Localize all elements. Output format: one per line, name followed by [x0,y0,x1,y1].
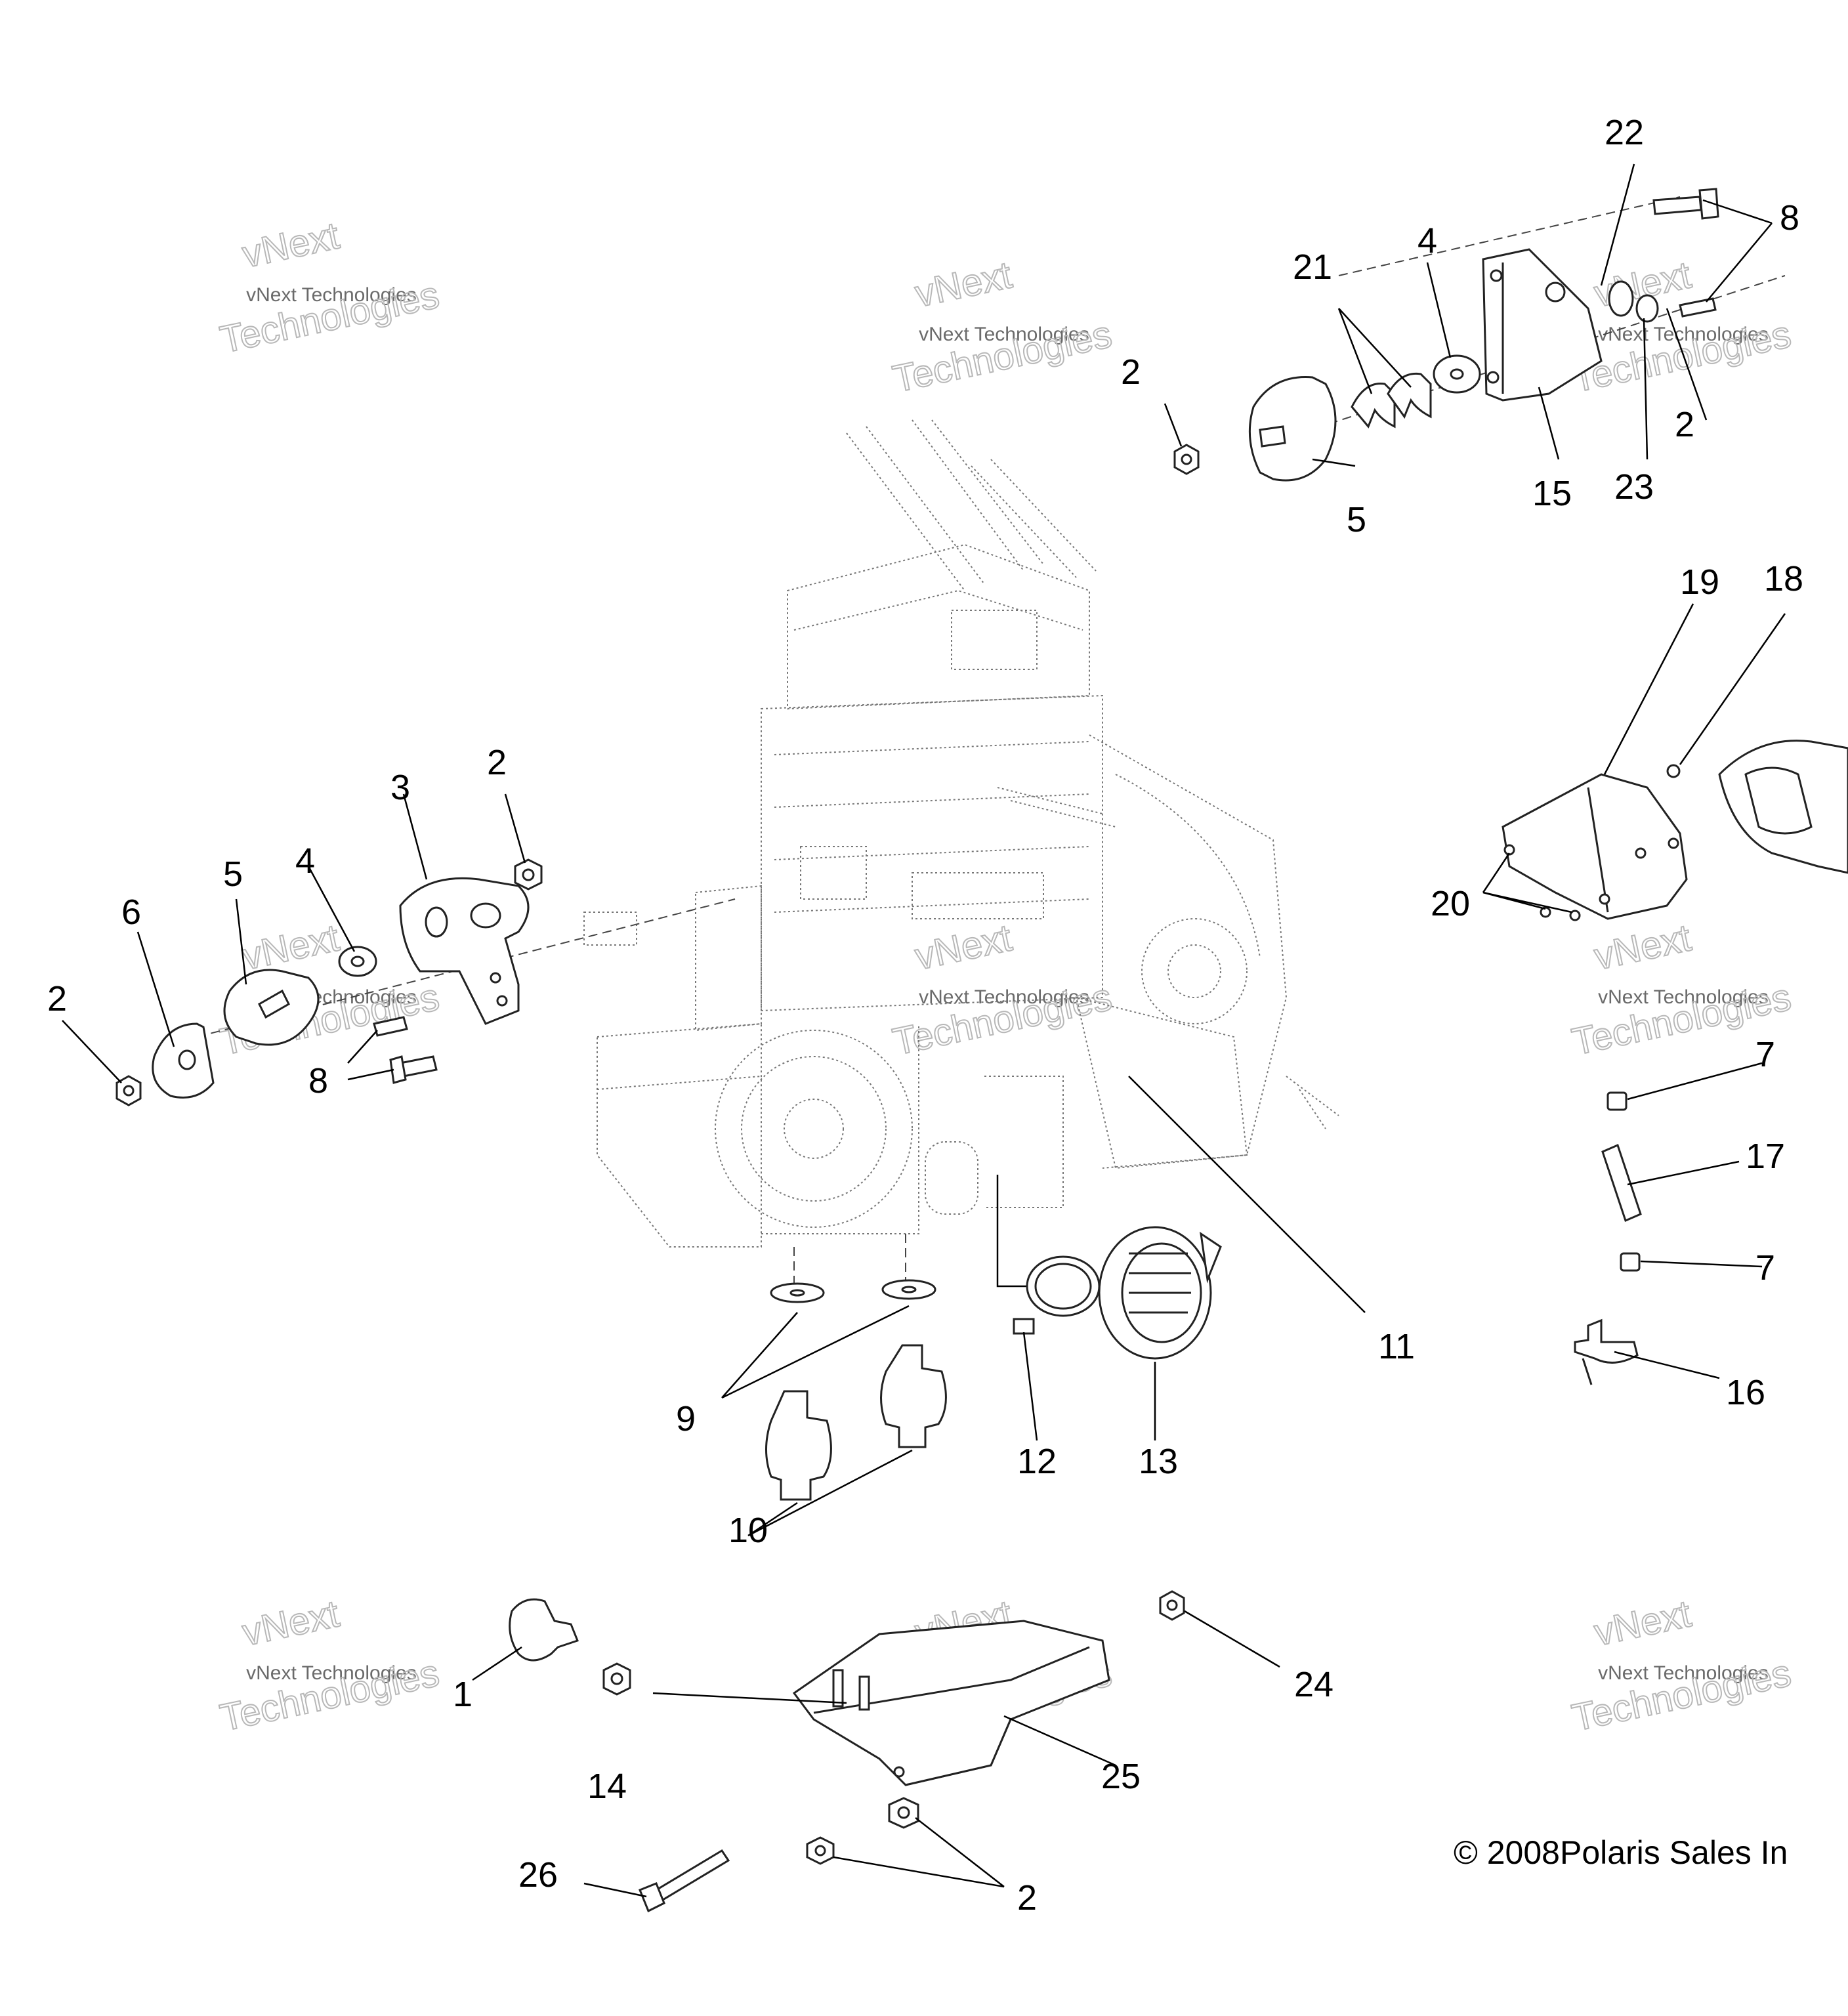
callout-25: 25 [1101,1757,1141,1796]
callout-23: 23 [1614,467,1654,507]
bushing [1620,1252,1641,1272]
lower-mounts [765,1175,1222,1501]
svg-text:vNext Technologies: vNext Technologies [919,324,1089,345]
callout-1: 1 [453,1675,472,1714]
bolt [1679,297,1717,318]
svg-text:vNext: vNext [239,1592,343,1654]
watermark: vNext vNext Technologies Technologies [216,1591,444,1740]
watermark: vNext vNext Technologies Technologies [1568,1591,1796,1740]
callout-22: 22 [1605,113,1644,152]
callout-2: 2 [1017,1878,1037,1918]
bolt [654,1849,730,1902]
callout-9: 9 [676,1399,696,1438]
callout-18: 18 [1764,559,1803,598]
callout-12: 12 [1017,1442,1057,1481]
svg-text:vNext Technologies: vNext Technologies [1598,1662,1769,1684]
callout-4: 4 [1418,221,1437,261]
bolt [1652,196,1702,215]
watermark: vNext vNext Technologies Technologies [216,213,444,362]
shim [1387,372,1432,419]
callout-19: 19 [1680,562,1719,602]
svg-text:vNext Technologies: vNext Technologies [246,1662,417,1684]
rubber-mount [880,1344,947,1448]
callout-7: 7 [1755,1248,1775,1288]
bushing [1606,1091,1628,1111]
svg-text:vNext Technologies: vNext Technologies [1598,324,1769,345]
spacer [1608,280,1634,317]
callout-3: 3 [390,768,410,807]
svg-text:vNext Technologies: vNext Technologies [919,986,1089,1008]
svg-text:vNext Technologies: vNext Technologies [1598,986,1769,1008]
callout-8: 8 [308,1061,328,1101]
callout-6: 6 [121,892,141,932]
bottom-parts [509,1590,1185,1913]
callout-20: 20 [1431,884,1470,923]
svg-text:vNext: vNext [912,916,1016,978]
callout-labels: 1 2 2 2 2 2 3 4 4 5 5 6 7 7 8 8 9 10 11 … [47,113,1803,1918]
callout-13: 13 [1139,1442,1178,1481]
mount-bracket [1482,248,1603,402]
leader-lines [62,163,1786,1898]
callout-11: 11 [1378,1327,1415,1366]
upper-right-mount [1173,188,1786,482]
callout-15: 15 [1532,474,1572,513]
callout-5: 5 [223,854,243,894]
svg-text:vNext: vNext [1591,916,1695,978]
callout-2: 2 [47,979,67,1018]
svg-text:vNext: vNext [239,214,343,276]
right-small-parts [1574,1091,1642,1385]
svg-text:vNext: vNext [1591,1592,1695,1654]
bolt [399,1055,438,1078]
callout-7: 7 [1755,1035,1775,1074]
pin [1601,1143,1642,1223]
callout-8: 8 [1780,198,1799,238]
washer [1635,294,1659,323]
stud [509,1598,579,1662]
callout-16: 16 [1726,1373,1765,1412]
left-engine-mount [116,858,736,1106]
cover [1502,773,1688,920]
svg-text:vNext: vNext [912,253,1016,315]
callout-10: 10 [728,1511,768,1550]
stud-mount [1574,1318,1639,1364]
callout-17: 17 [1746,1137,1785,1176]
callout-24: 24 [1294,1665,1334,1704]
callout-14: 14 [587,1767,627,1806]
copyright-notice: © 2008Polaris Sales In [1454,1834,1788,1871]
cover-group [1502,740,1848,921]
screw [1666,764,1681,778]
svg-text:vNext Technologies: vNext Technologies [246,284,417,306]
rubber-mount [765,1390,832,1501]
callout-26: 26 [518,1855,558,1895]
svg-text:vNext: vNext [239,916,343,978]
callout-2: 2 [487,743,507,782]
callout-2: 2 [1121,352,1141,392]
callout-5: 5 [1347,500,1366,539]
shim [1351,382,1396,429]
callout-4: 4 [295,841,315,881]
rubber-mount [1248,376,1337,482]
watermark: vNext vNext Technologies Technologies [889,915,1116,1064]
engine-assembly [583,419,1339,1248]
callout-21: 21 [1293,247,1332,287]
watermark: vNext vNext Technologies Technologies [889,253,1116,401]
callout-2: 2 [1675,405,1694,444]
